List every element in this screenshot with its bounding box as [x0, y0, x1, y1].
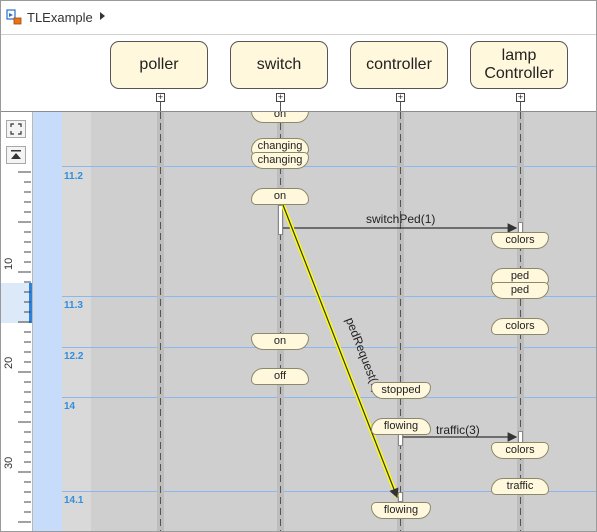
state-lamp-colors[interactable]: colors [491, 318, 549, 335]
state-controller-flowing[interactable]: flowing [371, 502, 431, 519]
lifeline-header: poller + switch + controller + lamp Cont… [1, 35, 596, 112]
time-divider [62, 491, 596, 492]
lifeline-label: Controller [484, 65, 554, 82]
lifeline-label: switch [256, 56, 302, 73]
lifeline-label: controller [366, 56, 432, 73]
state-switch-changing[interactable]: changing [251, 152, 309, 169]
lifeline-stem [400, 102, 401, 111]
state-lamp-colors[interactable]: colors [491, 442, 549, 459]
scroll-top-icon [11, 150, 21, 159]
scroll-to-top-button[interactable] [6, 146, 26, 164]
time-label: 14.1 [64, 495, 84, 506]
lifeline-head-poller[interactable]: poller [110, 41, 208, 89]
time-label: 11.2 [64, 171, 83, 182]
state-switch-on[interactable]: on [251, 188, 309, 205]
ruler-viewport-indicator[interactable] [1, 283, 32, 323]
time-divider [62, 296, 596, 297]
lifeline-switch [277, 112, 284, 531]
state-lamp-ped[interactable]: ped [491, 282, 549, 299]
model-icon [6, 9, 22, 25]
time-ruler[interactable]: 10 20 30 [1, 112, 33, 531]
message-traffic-label[interactable]: traffic(3) [436, 423, 480, 437]
fit-to-view-icon [10, 123, 22, 135]
lifeline-poller [157, 112, 164, 531]
state-controller-stopped[interactable]: stopped [371, 382, 431, 399]
time-label: 12.2 [64, 351, 84, 362]
lifeline-stem [160, 102, 161, 111]
breadcrumb: TLExample [1, 1, 596, 35]
lifeline-stem [280, 102, 281, 111]
message-switchPed-label[interactable]: switchPed(1) [366, 212, 436, 226]
time-label: 11.3 [64, 300, 83, 311]
state-controller-flowing[interactable]: flowing [371, 418, 431, 435]
state-lamp-traffic[interactable]: traffic [491, 478, 549, 495]
ruler-tick-label: 10 [3, 257, 15, 270]
state-switch-on[interactable]: on [251, 333, 309, 350]
message-arrows [281, 204, 518, 499]
state-switch-on[interactable]: on [251, 112, 309, 123]
fit-to-view-button[interactable] [6, 120, 26, 138]
time-divider [62, 397, 596, 398]
lifeline-stem [520, 102, 521, 111]
lifeline-head-controller[interactable]: controller [350, 41, 448, 89]
time-bar [33, 112, 62, 531]
time-divider [62, 166, 596, 167]
ruler-tick-label: 30 [3, 456, 15, 469]
ruler-tick-label: 20 [3, 356, 15, 369]
expand-icon[interactable]: + [276, 92, 285, 102]
time-label: 14 [64, 401, 76, 412]
lifeline-label: poller [139, 56, 179, 73]
lifeline-head-lamp-controller[interactable]: lamp Controller [470, 41, 568, 89]
lifeline-controller [397, 112, 404, 531]
sequence-diagram-canvas[interactable]: 11.2 11.3 12.2 14 14.1 switchPed(1) [62, 112, 596, 531]
expand-icon[interactable]: + [156, 92, 165, 102]
lifeline-head-switch[interactable]: switch [230, 41, 328, 89]
time-label-band [62, 112, 91, 531]
breadcrumb-model-name[interactable]: TLExample [27, 10, 93, 25]
message-pedRequest-arrow[interactable] [282, 204, 399, 499]
expand-icon[interactable]: + [396, 92, 405, 102]
activation-bar [278, 205, 283, 235]
ruler-ticks [18, 171, 31, 523]
time-divider [62, 347, 596, 348]
state-switch-off[interactable]: off [251, 368, 309, 385]
state-lamp-colors[interactable]: colors [491, 232, 549, 249]
breadcrumb-expand-arrow-icon[interactable] [100, 12, 105, 20]
expand-icon[interactable]: + [516, 92, 525, 102]
lifeline-label: lamp [501, 47, 537, 64]
activation-bar [398, 492, 403, 502]
